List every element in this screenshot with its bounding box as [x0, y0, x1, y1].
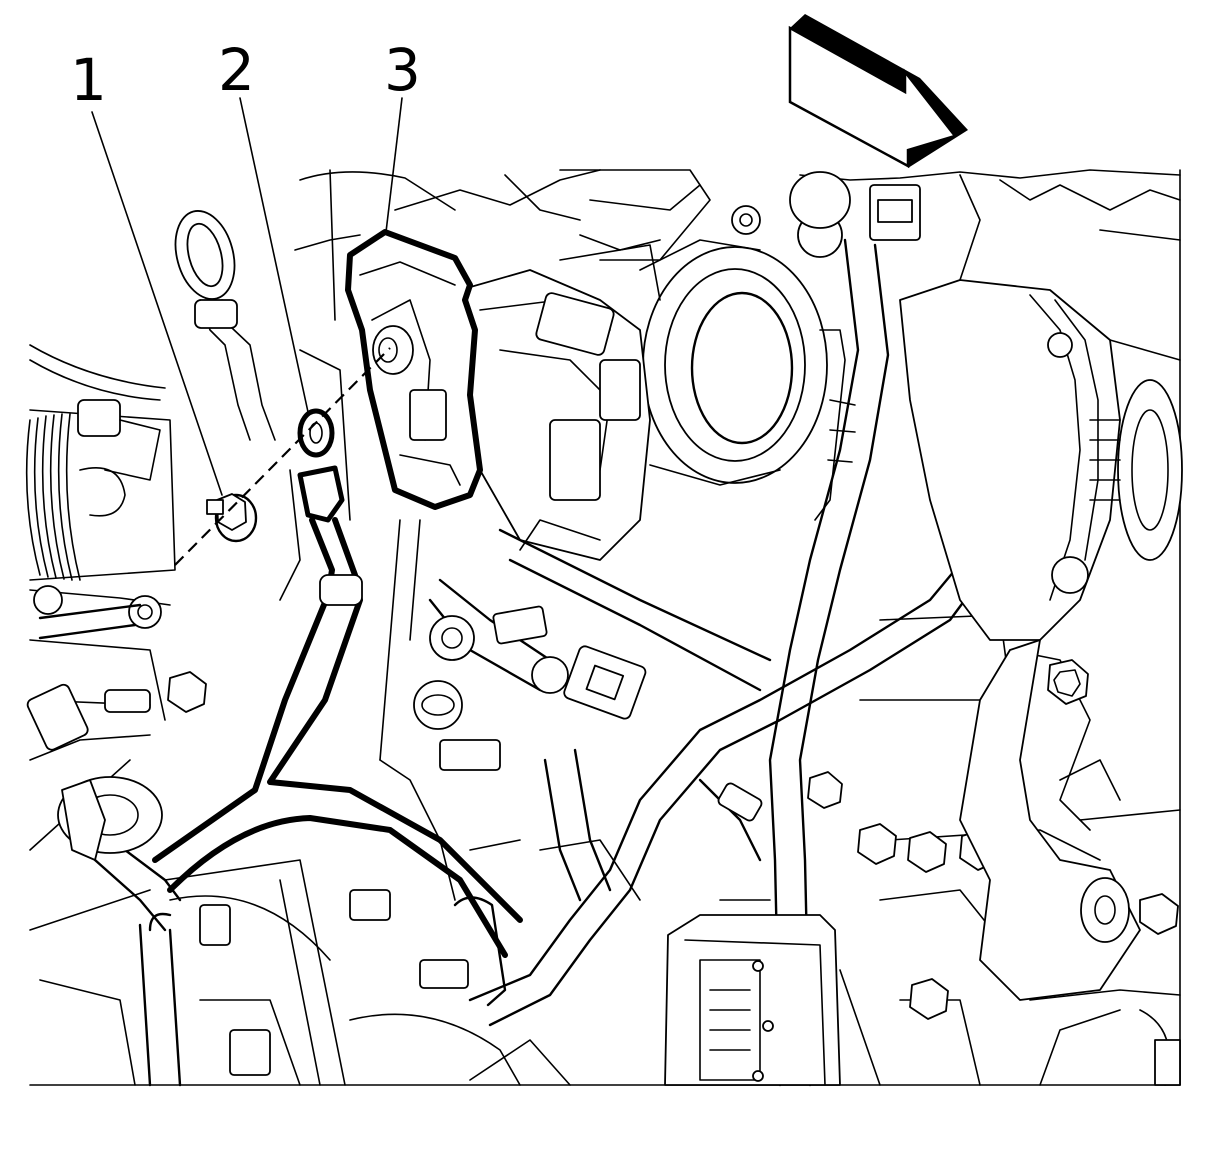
callout-3-leader [385, 97, 403, 233]
callout-3-label: 3 [384, 36, 421, 104]
alternator [814, 279, 1183, 641]
engine-mount-bracket [959, 639, 1181, 1086]
hex-bolt [909, 978, 949, 1020]
hex-bolt [1047, 659, 1089, 705]
hex-bolt [907, 831, 947, 873]
hex-bolt [807, 771, 843, 809]
component-3-module [345, 229, 483, 510]
callout-1-leader [91, 111, 223, 496]
callout-2-leader [239, 97, 309, 413]
fuse-relay-block [664, 914, 841, 1086]
hex-bolt [167, 671, 207, 713]
component-2-ground-strap [152, 408, 523, 958]
hex-bolt [857, 823, 897, 865]
component-1-nut [206, 493, 258, 543]
throttle-actuator-module [459, 269, 651, 561]
view-direction-arrow-icon [788, 14, 968, 169]
callouts: 1 2 3 [70, 36, 421, 496]
dipstick-tube [174, 210, 276, 441]
throttle-body [559, 205, 828, 486]
misc-left-components [26, 399, 162, 751]
callout-1-label: 1 [70, 46, 107, 114]
callout-2-label: 2 [218, 36, 255, 104]
assembly-dashed-line [174, 347, 391, 566]
hex-bolt [1139, 893, 1179, 935]
